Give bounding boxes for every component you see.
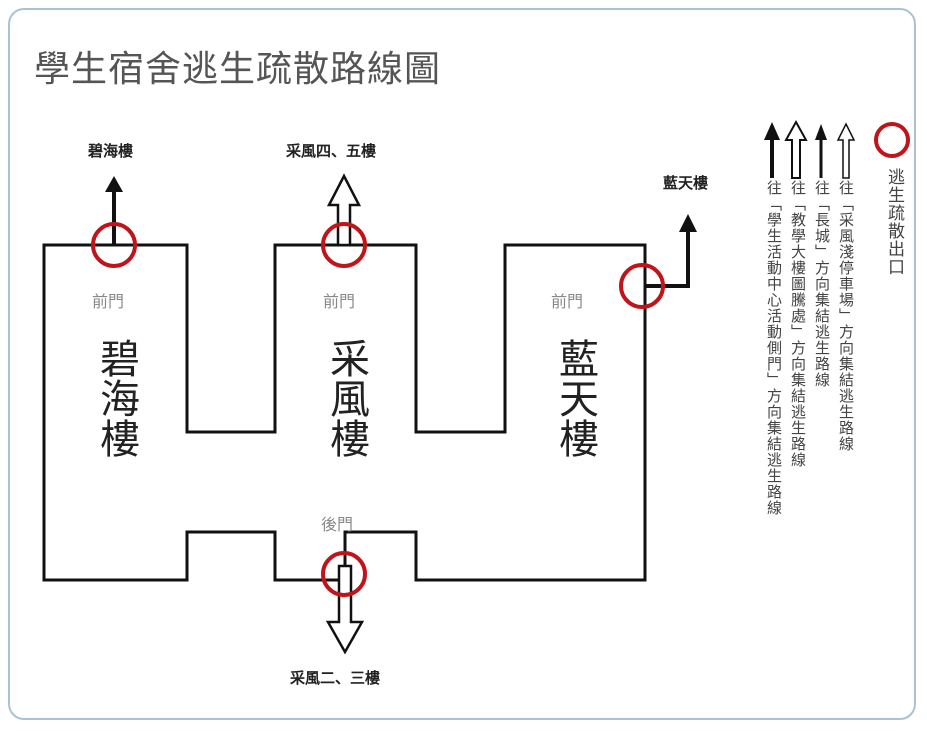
diagram-title: 學生宿舍逃生疏散路線圖 [34, 49, 442, 90]
legend-arrow-icons [764, 119, 856, 179]
door-label-caifeng-back: 後門 [321, 515, 354, 534]
building-outline [42, 243, 647, 582]
building-name-lantian: 藍天樓 [552, 338, 598, 458]
legend-exit-label: 逃生疏散出口 [884, 168, 904, 276]
exit-marker-caifeng-front [321, 222, 367, 268]
route-arrow-bihai [105, 176, 123, 245]
route-arrow-caifeng-lower [325, 564, 365, 655]
building-name-caifeng: 采風樓 [323, 338, 369, 458]
diagram-frame [8, 8, 916, 720]
dest-label-caifeng-upper: 采風四、五樓 [286, 142, 377, 160]
building-name-bihai: 碧海樓 [93, 338, 139, 458]
dest-label-caifeng-lower: 采風二、三樓 [290, 669, 381, 687]
door-label-bihai-front: 前門 [92, 292, 125, 311]
dest-label-bihai: 碧海樓 [88, 142, 134, 160]
exit-marker-bihai [91, 222, 137, 268]
route-arrow-lantian [645, 214, 697, 288]
door-label-lantian-front: 前門 [551, 292, 584, 311]
dest-label-lantian: 藍天樓 [663, 174, 709, 192]
legend-route-2: 往「長城」方向集結逃生路線 [813, 180, 831, 388]
exit-marker-caifeng-back [321, 551, 367, 597]
exit-marker-lantian [619, 263, 665, 309]
door-label-caifeng-front: 前門 [323, 292, 356, 311]
legend-route-1: 往「采風淺停車場」方向集結逃生路線 [837, 180, 855, 452]
legend-route-3: 往「教學大樓圖騰處」方向集結逃生路線 [789, 180, 807, 468]
legend-route-4: 往「學生活動中心活動側門」方向集結逃生路線 [765, 180, 783, 516]
route-arrow-caifeng-upper [326, 173, 362, 247]
legend-exit-icon [874, 122, 910, 158]
